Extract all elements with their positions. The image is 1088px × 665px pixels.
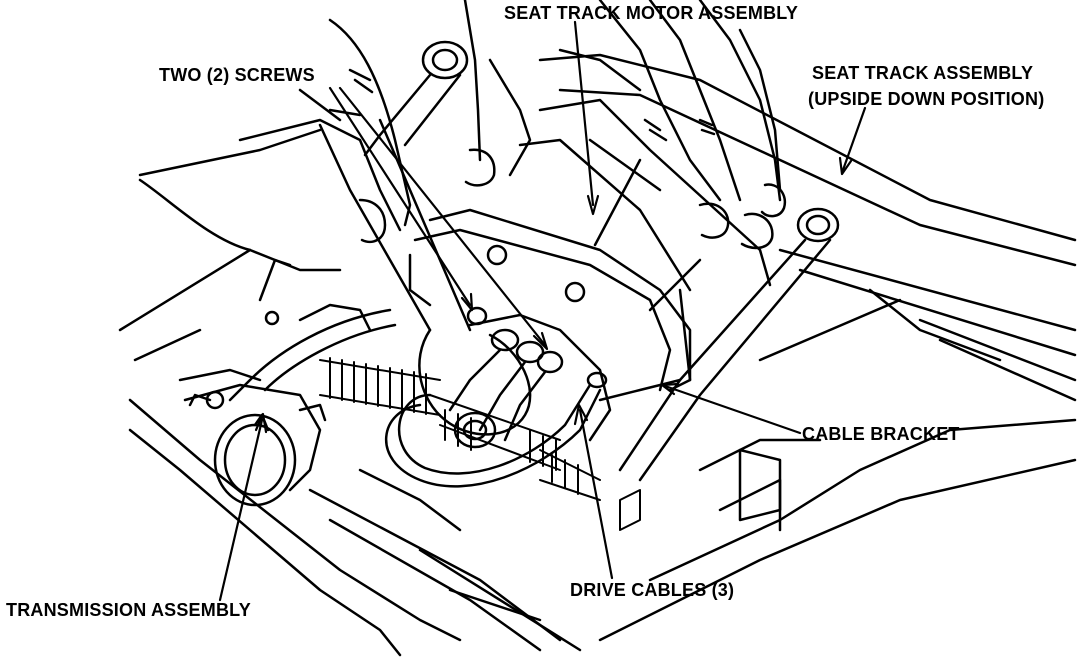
label-drive-cables: DRIVE CABLES (3)	[570, 580, 735, 600]
label-two-screws: TWO (2) SCREWS	[159, 65, 315, 85]
lower-rails	[118, 128, 582, 657]
label-transmission-assembly: TRANSMISSION ASSEMBLY	[6, 600, 251, 620]
ratchet-wrench	[298, 88, 532, 449]
motor-housing	[408, 98, 772, 402]
right-hand	[558, 0, 787, 250]
left-hand	[138, 0, 532, 272]
label-seat-track-motor-assembly: SEAT TRACK MOTOR ASSEMBLY	[504, 3, 799, 23]
transmission	[178, 258, 372, 507]
label-upside-down-position: (UPSIDE DOWN POSITION)	[808, 89, 1045, 109]
label-seat-track-assembly: SEAT TRACK ASSEMBLY	[812, 63, 1034, 83]
seat-track-frame	[538, 53, 1077, 642]
worm-drive	[319, 357, 641, 531]
label-cable-bracket: CABLE BRACKET	[802, 424, 960, 444]
leader-lines	[218, 20, 867, 602]
